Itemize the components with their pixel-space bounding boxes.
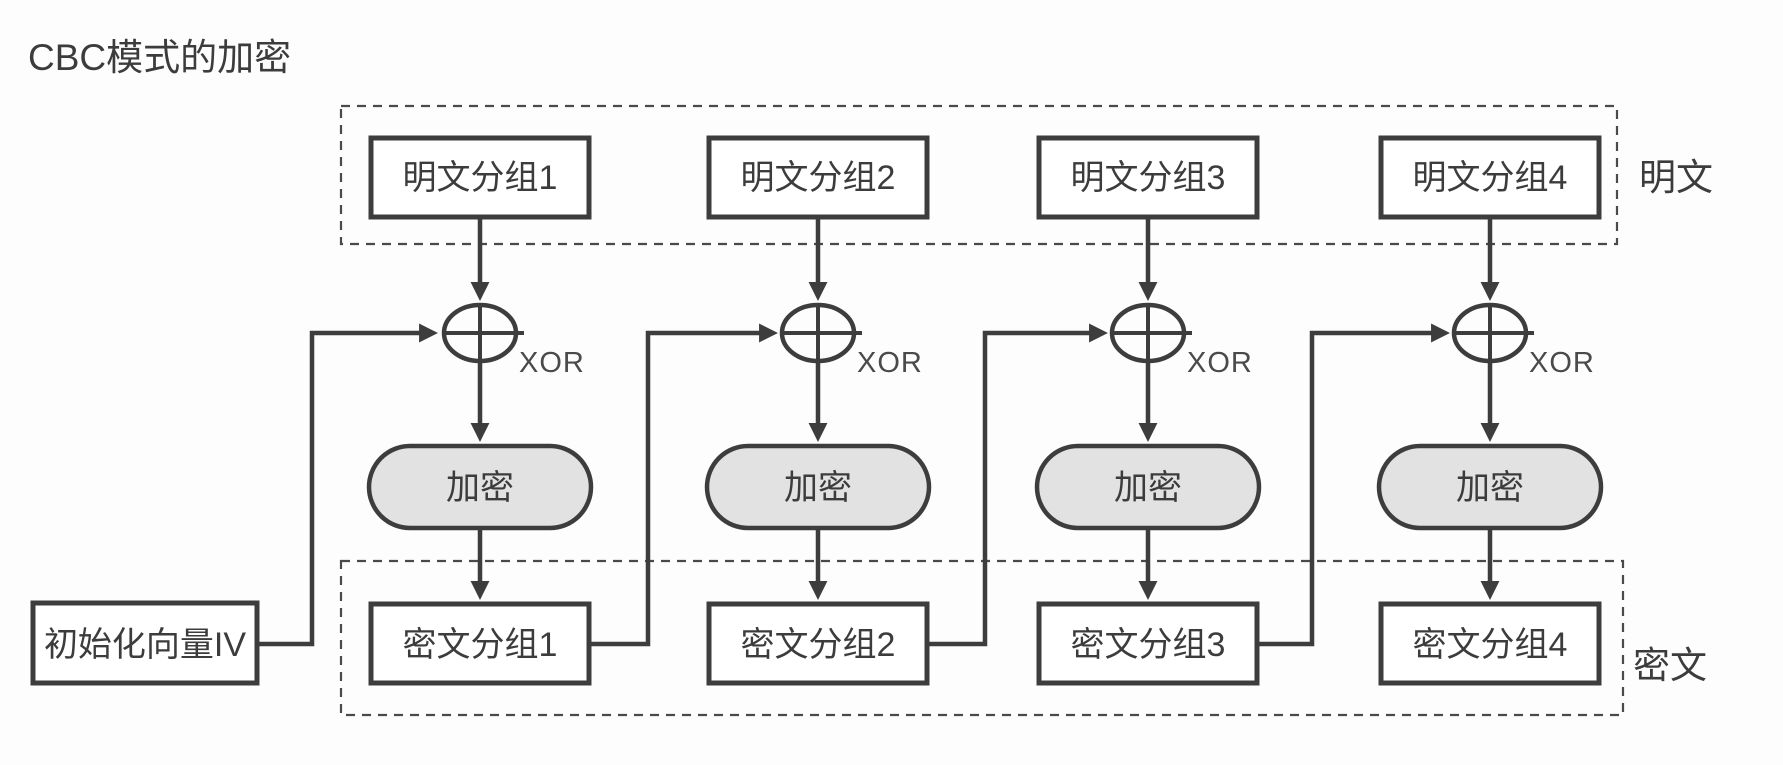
xor-label-4: XOR [1529, 347, 1595, 379]
ciphertext-block-2-label: 密文分组2 [741, 626, 896, 664]
encrypt-label-2: 加密 [784, 469, 852, 507]
xor-label-3: XOR [1187, 347, 1253, 379]
cipher3-to-xor4-connector [1257, 323, 1450, 647]
plaintext-block-1-label: 明文分组1 [403, 159, 558, 197]
plaintext-block-3-box [1036, 135, 1260, 220]
iv-box [30, 600, 260, 686]
cbc-column-1: 明文分组1 XOR 加密 密文分组1 [366, 135, 594, 686]
cipher1-to-xor2-connector [589, 323, 778, 647]
encrypt-label-4: 加密 [1456, 469, 1524, 507]
plaintext-block-4-label: 明文分组4 [1413, 159, 1568, 197]
plaintext-group-label: 明文 [1639, 157, 1713, 198]
iv-label: 初始化向量IV [44, 626, 246, 664]
ciphertext-block-4-label: 密文分组4 [1413, 626, 1568, 664]
iv-node: 初始化向量IV [30, 600, 260, 686]
plaintext-block-3-label: 明文分组3 [1071, 159, 1226, 197]
ciphertext-group-label: 密文 [1633, 645, 1707, 686]
plaintext-block-4-box [1378, 135, 1602, 220]
ciphertext-block-3-box [1036, 601, 1260, 686]
ciphertext-block-2-box [706, 601, 930, 686]
ciphertext-block-4-box [1378, 601, 1602, 686]
ciphertext-block-1-box [368, 601, 592, 686]
ciphertext-block-1-label: 密文分组1 [403, 626, 558, 664]
xor-label-2: XOR [857, 347, 923, 379]
cbc-column-4: 明文分组4 XOR 加密 密文分组4 [1376, 135, 1604, 686]
ciphertext-block-3-label: 密文分组3 [1071, 626, 1226, 664]
cipher2-to-xor3-connector [927, 323, 1108, 647]
encrypt-label-1: 加密 [446, 469, 514, 507]
plaintext-block-2-label: 明文分组2 [741, 159, 896, 197]
iv-to-xor1-connector [257, 323, 438, 647]
cbc-column-3: 明文分组3 XOR 加密 密文分组3 [1034, 135, 1262, 686]
cbc-column-2: 明文分组2 XOR 加密 密文分组2 [704, 135, 932, 686]
encrypt-label-3: 加密 [1114, 469, 1182, 507]
diagram-title: CBC模式的加密 [28, 37, 291, 78]
plaintext-group-border [339, 104, 1619, 246]
ciphertext-group-border [339, 559, 1625, 717]
xor-label-1: XOR [519, 347, 585, 379]
